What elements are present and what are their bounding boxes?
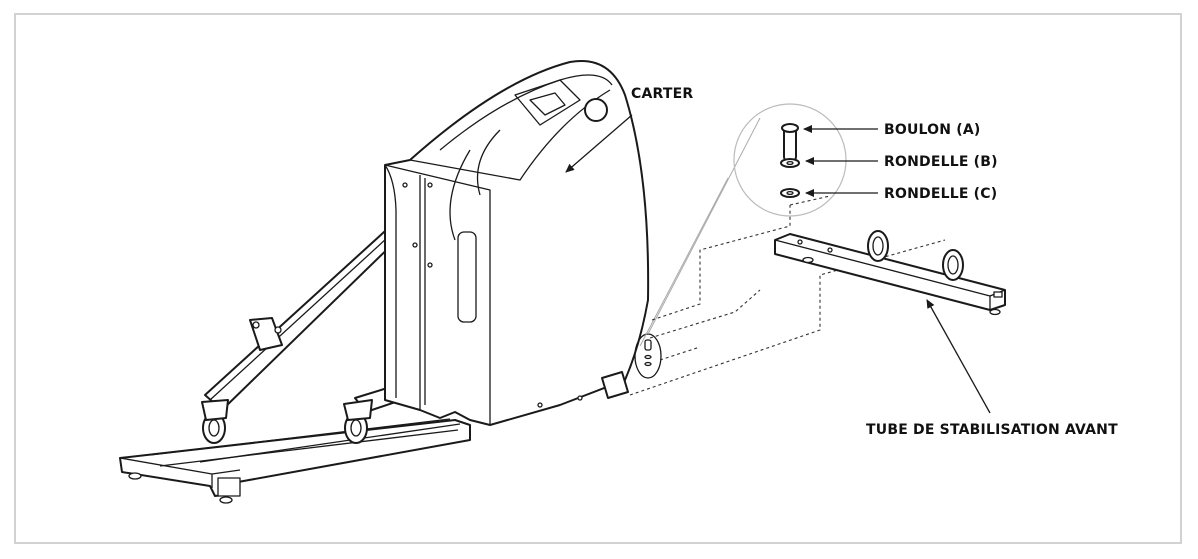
base-frame xyxy=(119,418,471,504)
assembly-guides xyxy=(629,195,946,396)
boulon-a-label: BOULON (A) xyxy=(884,122,981,138)
rondelle-c-label: RONDELLE (C) xyxy=(884,186,997,202)
front-stabilizer-tube xyxy=(774,230,1006,316)
carter-housing xyxy=(384,60,650,426)
carter-arrow xyxy=(565,114,633,173)
tube-label: TUBE DE STABILISATION AVANT xyxy=(866,422,1118,438)
carter-label: CARTER xyxy=(631,86,693,102)
rondelle-b-label: RONDELLE (B) xyxy=(884,154,998,170)
tube-arrow xyxy=(926,299,991,414)
leader-arrows xyxy=(565,114,991,414)
bolt-set-inset xyxy=(634,117,761,379)
rear-wheels xyxy=(201,399,373,444)
magnified-inset xyxy=(733,103,847,217)
